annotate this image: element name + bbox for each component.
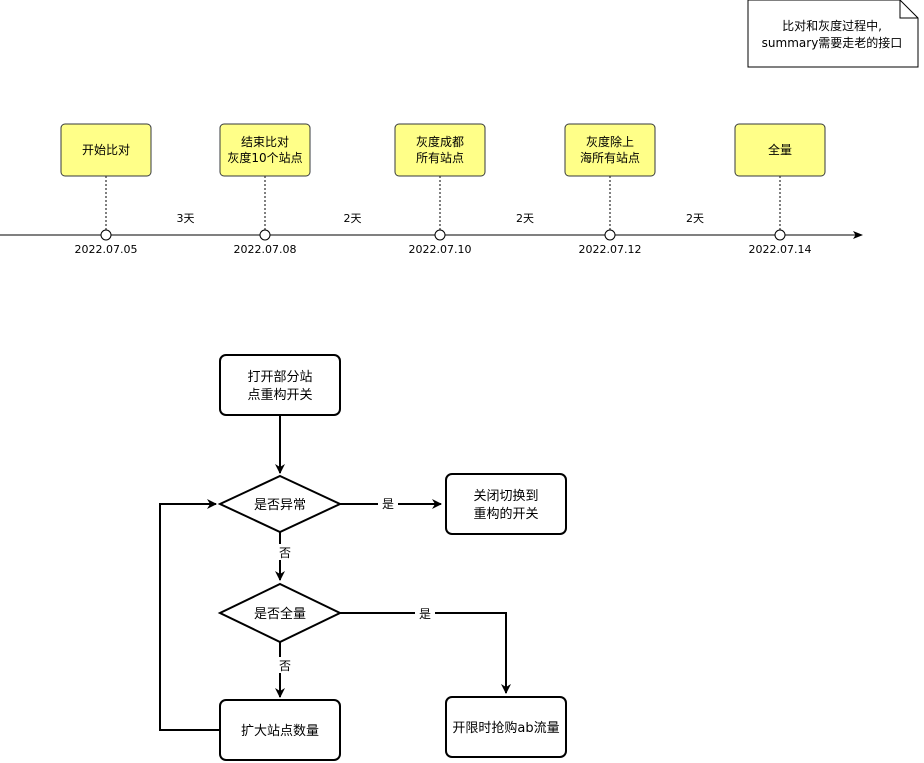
edge-no1-label-bg [276,544,294,560]
milestone-date: 2022.07.05 [75,243,138,256]
start-line-1: 打开部分站 [247,370,312,385]
start-process-box: 打开部分站 点重构开关 [219,354,341,416]
edge-no2-label-bg [276,657,294,673]
decision-full-rollout: 是否全量 [217,582,343,644]
expand-sites-box: 扩大站点数量 [219,699,341,761]
milestone-box [60,123,152,177]
milestone-date: 2022.07.14 [749,243,812,256]
interval-label: 2天 [344,212,362,225]
edge-yes1-label-bg [378,495,398,511]
milestone-date: 2022.07.10 [409,243,472,256]
note-line-1: 比对和灰度过程中, [782,18,882,33]
edge-no1-label: 否 [279,546,291,560]
start-line-2: 点重构开关 [247,387,312,403]
edge-yes1-label: 是 [382,497,394,511]
milestone-point [100,229,112,241]
decision-anomaly: 是否异常 [217,474,343,534]
edge-decision2-yes [340,612,511,694]
close-switch-box: 关闭切换到 重构的开关 [445,473,567,535]
milestone-date: 2022.07.08 [234,243,297,256]
milestone-label: 所有站点 [416,151,464,165]
milestone-date: 2022.07.12 [579,243,642,256]
milestone-label: 灰度成都 [416,134,464,149]
close-switch-line-2: 重构的开关 [473,506,538,522]
milestone: 开始比对 2022.07.05 [60,123,152,256]
milestone-box [219,123,311,177]
ab-traffic-box: 开限时抢购ab流量 [445,696,567,758]
edge-yes2-label: 是 [419,607,431,621]
milestone-label: 开始比对 [82,143,130,157]
milestone-point [434,229,446,241]
milestone-box [564,123,656,177]
milestone-label: 灰度10个站点 [227,150,302,165]
edge-expand-loop-back [159,499,220,731]
milestone-box [734,123,826,177]
note-line-2: summary需要走老的接口 [762,35,903,50]
milestone-label: 结束比对 [241,135,289,149]
decision-full-rollout-label: 是否全量 [254,606,306,622]
expand-sites-label: 扩大站点数量 [241,724,319,739]
edge-no2-label: 否 [279,659,291,673]
milestone-point [259,229,271,241]
milestone-label: 灰度除上 [586,134,634,149]
interval-label: 2天 [686,212,704,225]
milestone-point [774,229,786,241]
timeline-intervals: 3天 2天 2天 2天 [177,212,705,225]
milestone: 全量 2022.07.14 [734,123,826,256]
milestone-point [604,229,616,241]
milestone-label: 全量 [768,142,792,157]
edge-yes2-label-bg [415,605,435,621]
note-card: 比对和灰度过程中, summary需要走老的接口 [747,0,919,68]
decision-anomaly-label: 是否异常 [254,498,306,513]
ab-traffic-label: 开限时抢购ab流量 [452,720,559,736]
interval-label: 3天 [177,212,195,225]
interval-label: 2天 [516,212,534,225]
milestone-label: 海所有站点 [580,150,640,165]
milestone-box [394,123,486,177]
close-switch-line-1: 关闭切换到 [473,489,538,504]
